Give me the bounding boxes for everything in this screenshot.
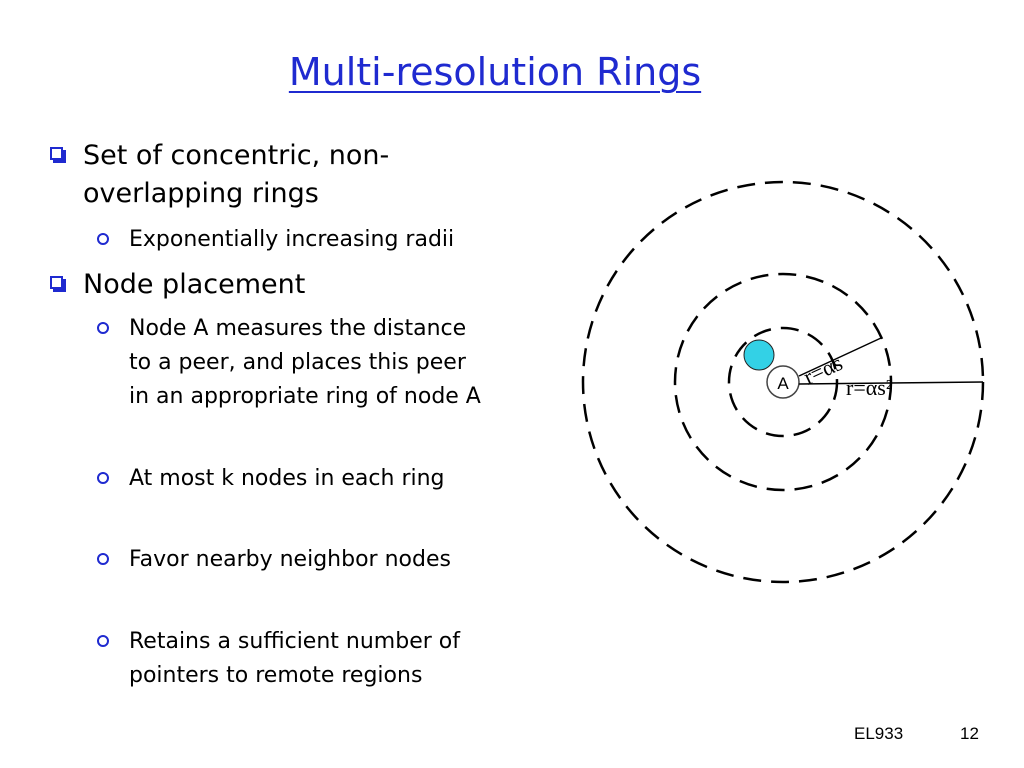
square-bullet-icon (50, 147, 63, 160)
subbullet-line: Favor nearby neighbor nodes (129, 547, 451, 572)
footer-course: EL933 (854, 724, 904, 743)
node-a-label: A (777, 374, 789, 393)
node-a (766, 365, 800, 399)
bullet-line: overlapping rings (83, 178, 319, 209)
circle-bullet-icon (97, 233, 109, 245)
page-number: 12 (960, 724, 979, 743)
rings-diagram: A r=αs r=αs² (581, 180, 985, 584)
outer-radius-label: r=αs² (846, 375, 893, 400)
subbullet-line: At most k nodes in each ring (129, 466, 445, 491)
subbullet-line: Exponentially increasing radii (129, 227, 455, 252)
peer-node (743, 339, 775, 371)
subbullet-line: Retains a sufficient number of (129, 629, 460, 654)
outer-radius-line (798, 381, 984, 385)
circle-bullet-icon (97, 322, 109, 334)
bullet-line: Set of concentric, non- (83, 140, 390, 171)
square-bullet-icon (50, 276, 63, 289)
inner-ring (727, 326, 839, 438)
subbullet-line: pointers to remote regions (129, 663, 423, 688)
circle-bullet-icon (97, 635, 109, 647)
middle-ring (673, 272, 893, 492)
circle-bullet-icon (97, 553, 109, 565)
slide-title: Multi-resolution Rings (288, 50, 702, 94)
circle-bullet-icon (97, 472, 109, 484)
subbullet-line: to a peer, and places this peer (129, 350, 466, 375)
subbullet-line: in an appropriate ring of node A (129, 384, 481, 409)
subbullet-line: Node A measures the distance (129, 316, 467, 341)
inner-radius-line (798, 337, 882, 377)
bullet-line: Node placement (83, 269, 306, 300)
